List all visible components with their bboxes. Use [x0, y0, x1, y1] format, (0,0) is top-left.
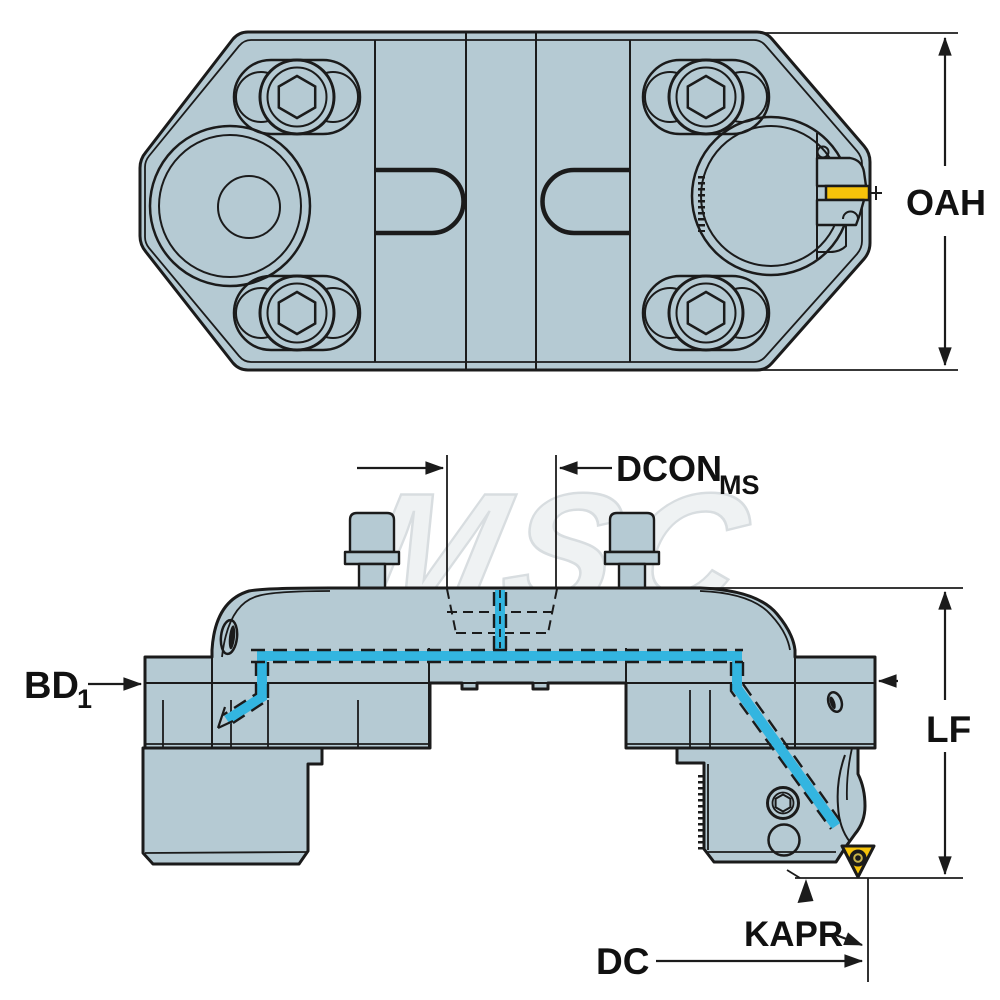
dimension-lf: LF — [700, 587, 971, 879]
left-corner-port — [219, 618, 239, 656]
dimension-bd1: BD 1 — [24, 665, 898, 714]
dimension-dcon: DCON MS — [357, 448, 760, 588]
oah-label: OAH — [906, 182, 986, 223]
left-drive-slot — [375, 167, 466, 236]
dimension-kapr: KAPR — [744, 869, 869, 982]
top-view-inner-edge — [144, 39, 863, 363]
bd1-subscript: 1 — [77, 684, 92, 714]
right-drive-slot — [540, 167, 631, 236]
dimension-dc: DC — [596, 941, 864, 982]
kapr-label: KAPR — [744, 915, 843, 954]
dimension-oah: OAH — [757, 32, 986, 371]
insert-edge-top-view — [824, 184, 871, 202]
top-view-body-outline — [138, 30, 872, 372]
kapr-angle-arrow — [797, 879, 814, 903]
cutter-head-front — [675, 746, 867, 864]
head-plug-hole — [767, 823, 801, 857]
coolant-flow-arrow — [216, 706, 234, 729]
dcon-label: DCON — [616, 448, 722, 489]
bd1-label: BD — [24, 665, 79, 707]
cutter-head-top — [690, 115, 882, 277]
lf-label: LF — [926, 709, 971, 750]
dcon-subscript: MS — [719, 470, 760, 500]
top-plan-view — [138, 30, 882, 372]
head-set-screw — [766, 786, 800, 820]
left-foot-block — [141, 746, 324, 866]
left-boss — [148, 124, 312, 288]
coolant-channels — [216, 590, 842, 830]
insert-seat-top — [815, 198, 866, 227]
right-flange-port — [826, 691, 844, 713]
dc-label: DC — [596, 941, 649, 982]
insert-clamp-front — [836, 754, 851, 843]
front-elevation-view — [141, 511, 877, 879]
cutting-insert-front — [840, 844, 876, 879]
insert-clamp-top — [815, 156, 868, 188]
